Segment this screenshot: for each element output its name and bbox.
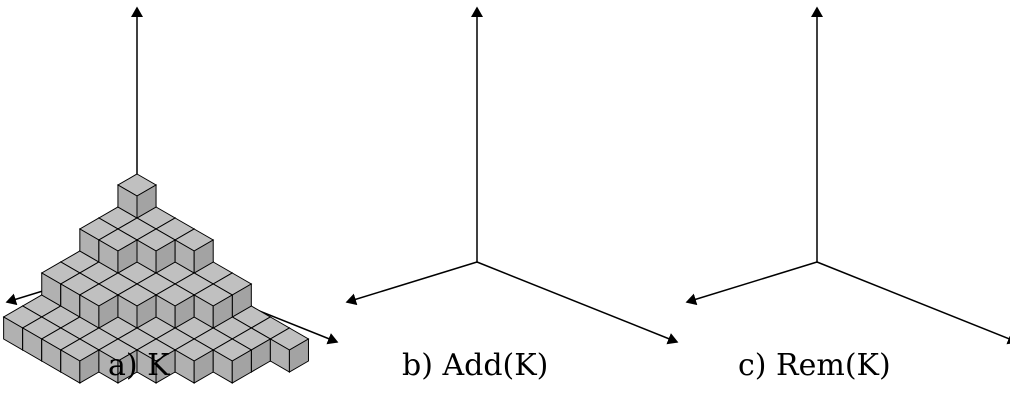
- caption-c: c) Rem(K): [738, 348, 891, 383]
- caption-a: a) K: [108, 348, 170, 383]
- panel-add-k: [345, 6, 679, 345]
- cube: [193, 283, 234, 329]
- panel-rem-k: [685, 6, 1010, 345]
- left-axis: [345, 261, 478, 306]
- cube: [116, 173, 158, 219]
- right-axis: [816, 261, 1010, 345]
- cube-right-face: [288, 338, 309, 373]
- right-axis: [476, 261, 679, 345]
- cube: [174, 228, 215, 274]
- panel-k: [2, 6, 339, 384]
- cube: [135, 338, 177, 384]
- cube: [78, 283, 119, 329]
- cube-right-face: [136, 184, 157, 219]
- cube-right-face: [231, 349, 252, 384]
- cube: [212, 338, 253, 384]
- cube: [174, 338, 215, 384]
- left-axis: [685, 261, 818, 306]
- cube: [269, 327, 310, 373]
- cube: [97, 338, 139, 384]
- cube-right-face: [193, 239, 214, 274]
- cube: [116, 283, 158, 329]
- cube: [59, 338, 100, 384]
- cube-right-face: [212, 294, 233, 329]
- cube: [97, 228, 139, 274]
- caption-b: b) Add(K): [402, 348, 549, 383]
